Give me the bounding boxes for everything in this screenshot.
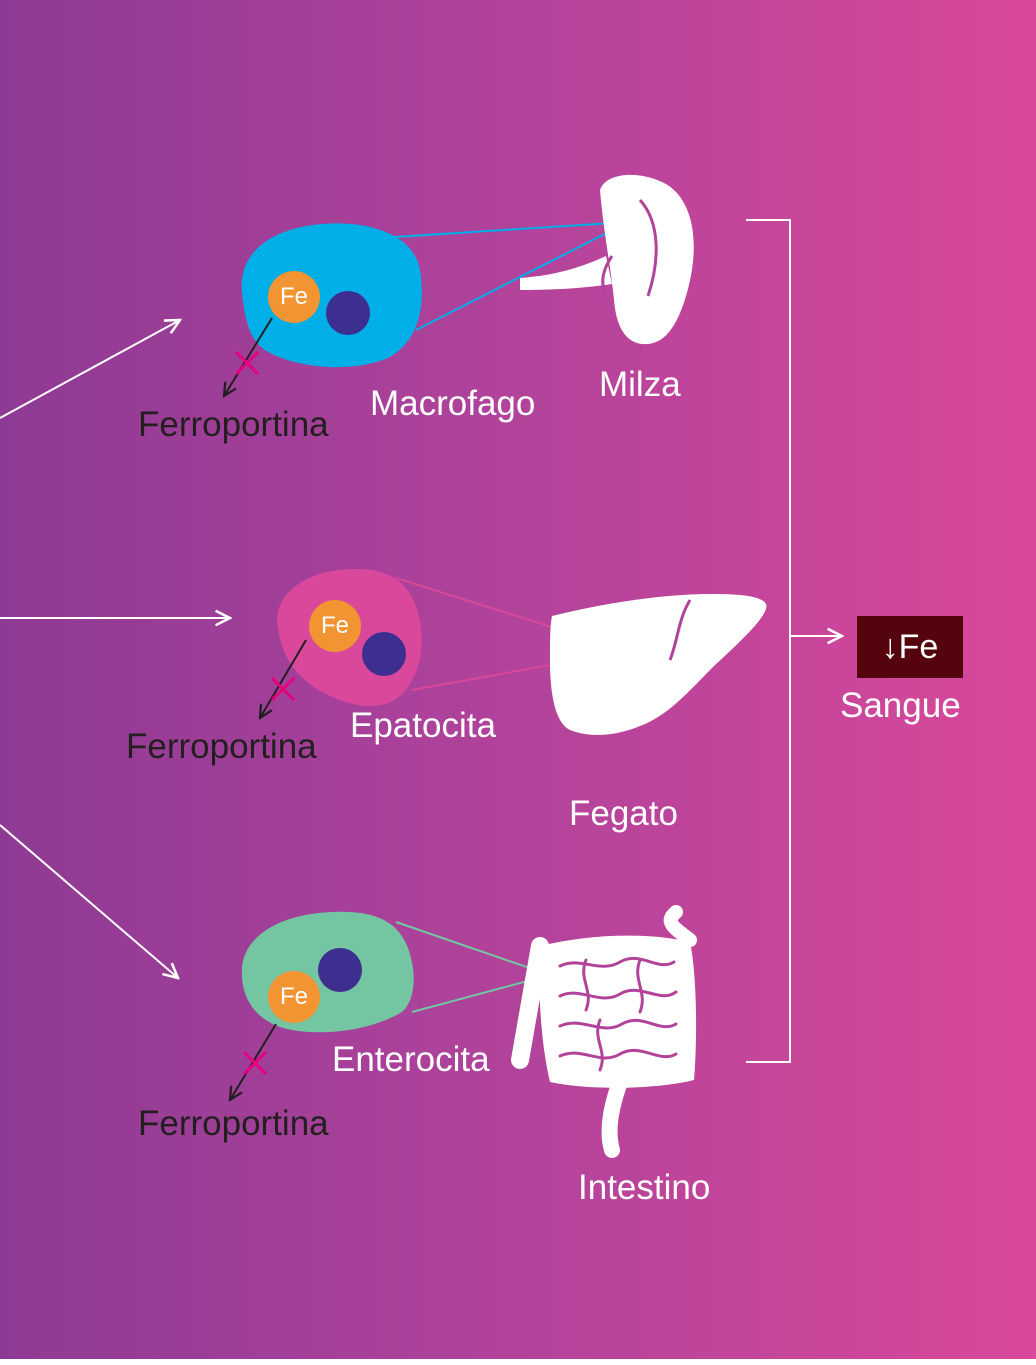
epatocita-iron: Fe: [309, 600, 361, 652]
macrofago-label: Macrofago: [370, 386, 535, 421]
arrow-to-enterocita: [0, 825, 178, 978]
spleen-icon: [520, 175, 694, 344]
ferroportina-label-macrofago: Ferroportina: [138, 407, 329, 442]
enterocita-nucleus: [318, 948, 362, 992]
cross-icon: [244, 1052, 266, 1074]
intestino-zoom-line-top: [396, 922, 550, 975]
macrofago-nucleus: [326, 291, 370, 335]
ferroportina-label-enterocita: Ferroportina: [138, 1106, 329, 1141]
cross-icon: [272, 678, 294, 700]
macrofago-export-arrow: [224, 318, 272, 396]
milza-label: Milza: [599, 367, 681, 402]
sangue-label: Sangue: [840, 688, 961, 723]
macrofago-iron: Fe: [268, 271, 320, 323]
epatocita-export-arrow: [260, 640, 306, 718]
intestino-label: Intestino: [578, 1170, 710, 1205]
liver-icon: [550, 594, 766, 735]
enterocita-iron: Fe: [268, 971, 320, 1023]
ferroportina-label-epatocita: Ferroportina: [126, 729, 317, 764]
fegato-label: Fegato: [569, 796, 678, 831]
cross-icon: [236, 352, 258, 374]
epatocita-label: Epatocita: [350, 708, 496, 743]
intestine-icon: [520, 912, 696, 1150]
blood-iron-badge: ↓Fe: [857, 616, 963, 678]
enterocita-label: Enterocita: [332, 1042, 490, 1077]
epatocita-nucleus: [362, 632, 406, 676]
milza-zoom-line-top: [380, 222, 628, 238]
result-bracket: [746, 220, 790, 1062]
arrow-to-macrofago: [0, 320, 180, 418]
